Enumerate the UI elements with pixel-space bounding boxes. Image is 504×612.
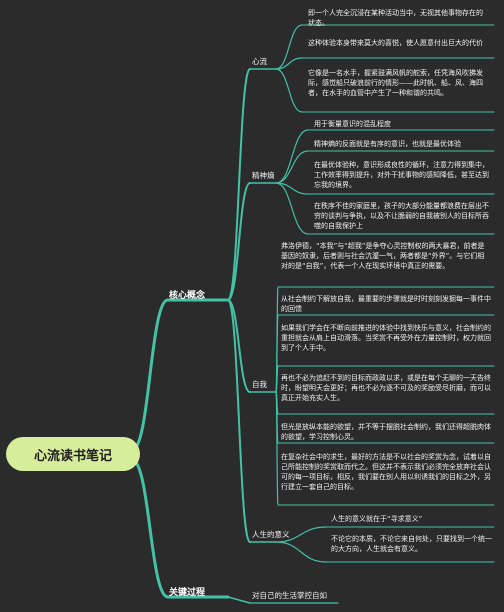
branch-label: 关键过程 (169, 588, 206, 598)
root-title: 心流读书笔记 (33, 448, 112, 464)
leaf-note[interactable]: 精神熵的反面就是有序的意识，也就是最优体验 (314, 140, 461, 148)
connector-root-process (130, 458, 170, 599)
topic-meaning-of-life[interactable]: 人生的意义 (252, 530, 290, 539)
leaf-note[interactable]: 这种体验本身带来莫大的喜悦，使人愿意付出巨大的代价 (308, 39, 483, 47)
leaf-note[interactable]: 不论它的本质，不论它来自何处，只要找到一个统一的大方向，人生就会有意义。 (331, 535, 492, 553)
topic-mastery-of-life[interactable]: 对自己的生活掌控自如 (252, 591, 327, 600)
connector-entropy (227, 182, 251, 301)
branch-core-concepts[interactable]: 核心概念 (169, 288, 205, 301)
connector-self (227, 299, 251, 393)
connector-meaning (227, 299, 251, 543)
leaf-note[interactable]: 在秩序不佳的家庭里，孩子的大部分能量都浪费在层出不穷的谈判与争执，以及不让脆弱的… (314, 202, 489, 230)
topic-psychic-entropy[interactable]: 精神熵 (252, 171, 275, 180)
leaf-note[interactable]: 用于衡量意识的混乱程度 (314, 120, 391, 128)
leaf-note[interactable]: 但光是放纵本能的欲望，并不等于摆脱社会制约，我们还得超脱肉体的欲望，学习控制心灵… (281, 423, 491, 441)
connector-leaf-3-0 (275, 526, 327, 543)
connector-leaf-1-3 (275, 182, 309, 235)
connector-leaf-0-2 (275, 68, 303, 113)
topic-self[interactable]: 自我 (252, 380, 267, 389)
connector-leaf-3-1 (275, 541, 327, 563)
connector-leaf-1-1 (275, 150, 309, 184)
branch-key-process[interactable]: 关键过程 (169, 585, 205, 598)
leaf-note[interactable]: 如果我们学会在不断向前推进的体验中找到快乐与意义，社会制约的重担就会从肩上自动滑… (281, 324, 491, 352)
leaf-note[interactable]: 弗洛伊德，“本我”与“超我”是争夺心灵控制权的两大暴君，前者是基因的奴隶，后者则… (281, 242, 485, 270)
topic-flow[interactable]: 心流 (252, 57, 267, 66)
connector-mastery (227, 596, 251, 604)
leaf-note[interactable]: 在复杂社会中的求生，最好的方法是不以社会的奖赏为念，试着以自己所能控制的奖赏取而… (281, 453, 491, 491)
leaf-note[interactable]: 即一个人完全沉浸在某种活动当中，无视其他事物存在的状态。 (308, 9, 483, 27)
branch-label: 核心概念 (169, 291, 206, 301)
connector-leaf-0-0 (275, 24, 303, 70)
connector-leaf-1-0 (275, 129, 309, 184)
leaf-note[interactable]: 从社会制约下解放自我，最重要的步骤就是时时刻刻发掘每一事件中的回馈 (281, 295, 491, 313)
connector-flow (227, 68, 251, 301)
leaf-note[interactable]: 再也不必为追赶不到的目标而政政以求，或是在每个无聊的一天告终时，盼望明天会更好；… (281, 374, 491, 402)
connector-leaf-0-1 (275, 57, 303, 70)
leaf-note[interactable]: 人生的意义就在于“寻求意义” (331, 515, 423, 523)
root-node[interactable]: 心流读书笔记 (6, 437, 140, 471)
connector-root-core (130, 298, 170, 452)
connector-leaf-2-2 (275, 365, 279, 393)
connector-leaf-2-5 (275, 391, 279, 506)
leaf-note[interactable]: 在最优体验种，意识形成良性的循环，注意力得到集中，工作效率得到提升，对外干扰事物… (314, 161, 489, 189)
leaf-note[interactable]: 它像是一名水手，握紧鼓满风帆的舵索，任凭海风吹拂发际，感觉船只破浪前行的情形——… (308, 69, 483, 97)
